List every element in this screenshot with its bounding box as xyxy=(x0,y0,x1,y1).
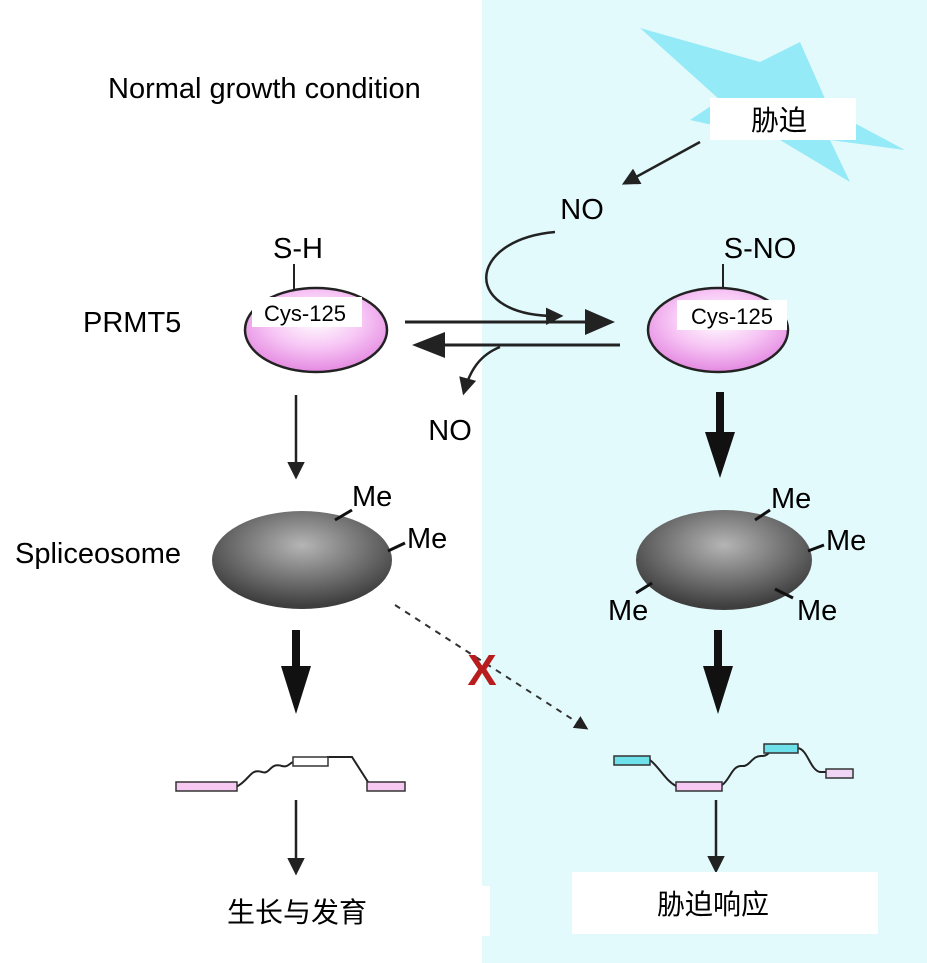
no-curve-arrow xyxy=(485,230,564,326)
residue-label-right: Cys-125 xyxy=(691,304,773,329)
methyl-bond-left-2 xyxy=(387,541,406,553)
no-release-arrow xyxy=(459,345,501,396)
methyl-bond-right-1 xyxy=(754,508,771,522)
prmt5-label: PRMT5 xyxy=(83,307,181,339)
no-output-label: NO xyxy=(428,415,472,447)
methyl-right-4: Me xyxy=(797,595,837,627)
methyl-bond-right-4 xyxy=(774,587,794,600)
right-arrowhead-transcript xyxy=(703,666,733,714)
methyl-bond-right-2 xyxy=(807,543,825,553)
methyl-left-2: Me xyxy=(407,523,447,555)
methyl-right-2: Me xyxy=(826,525,866,557)
spliceosome-label: Spliceosome xyxy=(15,538,181,570)
forward-arrowhead xyxy=(585,309,615,335)
methyl-bond-right-3 xyxy=(635,581,653,595)
no-input-label: NO xyxy=(560,194,604,226)
exon-right-1 xyxy=(613,755,651,766)
blocked-dashed-arrow xyxy=(394,604,589,730)
outcome-left: 生长与发育 xyxy=(227,896,367,929)
residue-box-left xyxy=(252,297,362,327)
methyl-bond-left-1 xyxy=(334,508,353,522)
exon-right-4 xyxy=(825,768,854,779)
stress-label-box xyxy=(710,98,856,140)
stress-label: 胁迫 xyxy=(751,104,807,137)
outcome-right: 胁迫响应 xyxy=(657,888,769,921)
residue-label-left: Cys-125 xyxy=(264,301,346,326)
stress-to-no-arrow xyxy=(621,140,701,185)
exon-left-2 xyxy=(292,756,329,767)
outcome-box-left xyxy=(210,886,490,936)
methyl-right-3: Me xyxy=(608,595,648,627)
methyl-right-1: Me xyxy=(771,483,811,515)
methyl-left-1: Me xyxy=(352,481,392,513)
residue-box-right xyxy=(677,300,787,330)
outcome-box-right xyxy=(572,872,878,934)
exon-left-1 xyxy=(175,781,238,792)
thiol-label: S-H xyxy=(273,233,323,265)
reverse-arrowhead xyxy=(412,332,445,358)
left-arrowhead-transcript xyxy=(281,666,311,714)
transcript-left xyxy=(175,756,406,792)
exon-right-2 xyxy=(675,781,723,792)
spliceosome-left xyxy=(212,511,392,609)
block-mark: X xyxy=(467,646,496,695)
nitrosyl-label: S-NO xyxy=(724,233,797,265)
stress-panel xyxy=(482,0,927,963)
exon-right-3 xyxy=(763,743,799,754)
spliceosome-right xyxy=(636,510,812,610)
condition-title: Normal growth condition xyxy=(108,73,421,105)
exon-left-3 xyxy=(366,781,406,792)
right-arrowhead-spliceosome xyxy=(705,432,735,478)
transcript-right xyxy=(613,743,854,792)
